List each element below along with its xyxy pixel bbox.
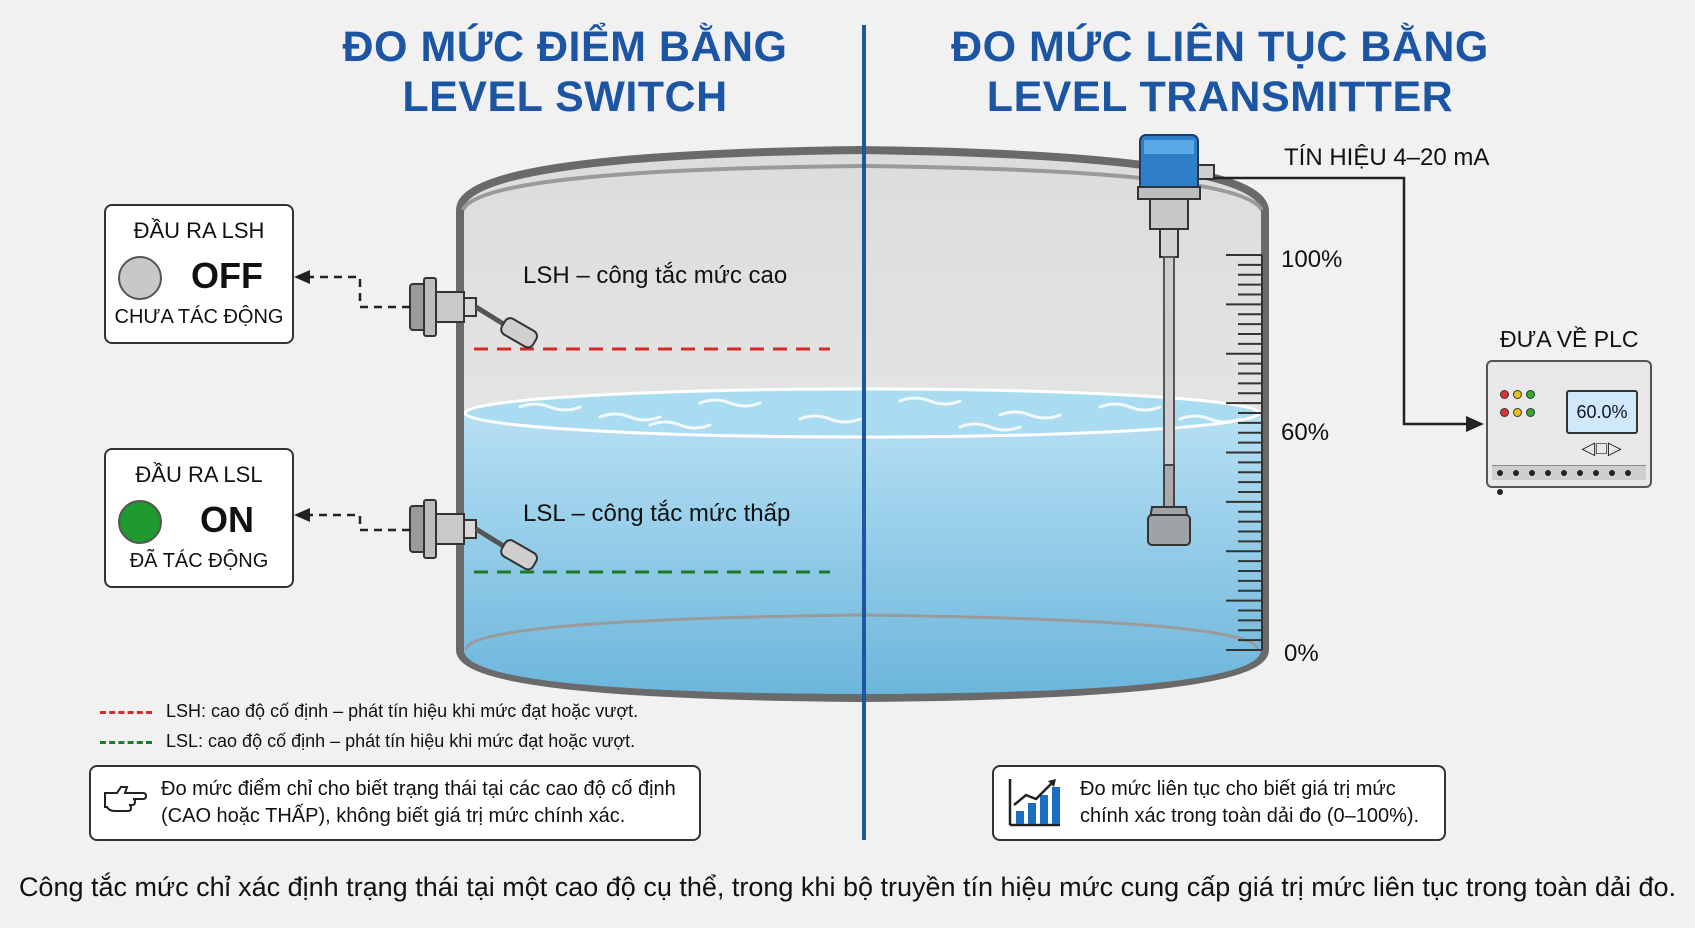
signal-label: TÍN HIỆU 4–20 mA (1284, 144, 1490, 171)
wave-mark (798, 414, 862, 424)
tank-bottom (464, 613, 1260, 651)
plc-led-icon (1513, 408, 1522, 417)
scale-label-0: 0% (1284, 640, 1319, 667)
plc-led-icon (1500, 390, 1509, 399)
plc-led-icon (1526, 390, 1535, 399)
wave-mark (958, 422, 1022, 432)
signal-wire (1214, 176, 1470, 426)
plc-led-icon (1513, 390, 1522, 399)
lsh-state: OFF (191, 255, 263, 296)
legend-lsh: LSH: cao độ cố định – phát tín hiệu khi … (100, 701, 638, 722)
plc-label: ĐƯA VỀ PLC (1500, 326, 1639, 352)
pointing-hand-icon (104, 786, 147, 812)
wave-mark (998, 410, 1062, 420)
lsl-output-box: ĐẦU RA LSL ON ĐÃ TÁC ĐỘNG (104, 448, 294, 588)
title-right-line2: LEVEL TRANSMITTER (986, 73, 1454, 121)
note-point-level: Đo mức điểm chỉ cho biết trạng thái tại … (89, 765, 701, 841)
lsl-float-switch (409, 499, 538, 571)
section-divider (862, 25, 866, 840)
lsh-switch-label: LSH – công tắc mức cao (523, 262, 788, 289)
wave-mark (648, 420, 712, 430)
wave-mark (1178, 414, 1242, 424)
level-transmitter (1137, 134, 1215, 546)
wave-mark (698, 398, 762, 408)
wave-mark (1098, 402, 1162, 412)
legend-lsl-text: LSL: cao độ cố định – phát tín hiệu khi … (166, 731, 636, 751)
title-right-line1: ĐO MỨC LIÊN TỤC BẰNG (951, 23, 1489, 71)
note-continuous-level: Đo mức liên tục cho biết giá trị mức chí… (992, 765, 1446, 841)
legend-lsh-text: LSH: cao độ cố định – phát tín hiệu khi … (166, 701, 639, 721)
tank-rim (461, 163, 1264, 212)
note-right-line1: Đo mức liên tục cho biết giá trị mức (1080, 778, 1396, 800)
lsh-lamp-icon (118, 256, 162, 300)
level-scale (1226, 254, 1263, 651)
title-level-switch: ĐO MỨC ĐIỂM BẰNG LEVEL SWITCH (330, 22, 800, 122)
footer-caption: Công tắc mức chỉ xác định trạng thái tại… (18, 872, 1677, 902)
note-left-line2: (CAO hoặc THẤP), không biết giá trị mức … (161, 805, 626, 827)
lsh-signal-arrow (300, 275, 410, 309)
plc-leds (1498, 388, 1538, 424)
plc-terminals (1492, 465, 1646, 495)
lsh-float-switch (409, 277, 538, 349)
legend-lsl: LSL: cao độ cố định – phát tín hiệu khi … (100, 731, 635, 752)
plc-buttons: ◁□▷ (1581, 438, 1623, 458)
signal-arrowhead (1466, 416, 1484, 432)
wave-mark (518, 402, 582, 412)
lsl-signal-arrow (300, 513, 410, 532)
scale-label-60: 60% (1281, 419, 1330, 446)
plc-device: 60.0% ◁□▷ (1486, 360, 1652, 495)
lsh-status: CHƯA TÁC ĐỘNG (114, 306, 284, 328)
plc-led-icon (1526, 408, 1535, 417)
water-waves (518, 396, 1242, 432)
plc-display: 60.0% (1566, 390, 1638, 434)
note-right-line2: chính xác trong toàn dải đo (0–100%). (1080, 805, 1420, 827)
lsl-arrowhead (294, 508, 310, 522)
title-left-line2: LEVEL SWITCH (402, 73, 728, 121)
plc-led-icon (1500, 408, 1509, 417)
title-left-line1: ĐO MỨC ĐIỂM BẰNG (342, 23, 788, 71)
lsh-output-box: ĐẦU RA LSH OFF CHƯA TÁC ĐỘNG (104, 204, 294, 344)
lsl-switch-label: LSL – công tắc mức thấp (523, 500, 791, 527)
note-left-line1: Đo mức điểm chỉ cho biết trạng thái tại … (161, 778, 676, 800)
lsh-arrowhead (294, 270, 310, 284)
legend-lsh-dash (100, 710, 152, 714)
lsh-output-title: ĐẦU RA LSH (133, 218, 265, 243)
lsl-output-title: ĐẦU RA LSL (135, 462, 263, 487)
title-level-transmitter: ĐO MỨC LIÊN TỤC BẰNG LEVEL TRANSMITTER (940, 22, 1500, 122)
legend-lsl-dash (100, 740, 152, 744)
lsl-state: ON (200, 499, 254, 540)
lsl-lamp-icon (118, 500, 162, 544)
lsl-status: ĐÃ TÁC ĐỘNG (129, 550, 269, 572)
wave-mark (598, 412, 662, 422)
wave-mark (898, 396, 962, 406)
rising-chart-icon (1008, 779, 1060, 827)
scale-label-100: 100% (1281, 246, 1343, 273)
